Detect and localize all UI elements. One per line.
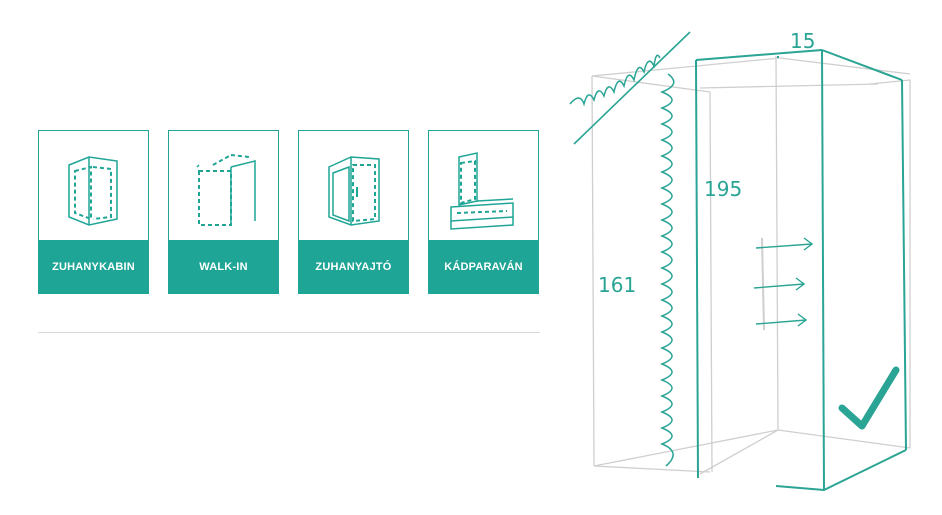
checkmark-icon (838, 366, 900, 430)
shower-cabin-icon (39, 131, 148, 241)
walk-in-icon (169, 131, 278, 241)
shower-door-icon (299, 131, 408, 241)
height-measurement: 195 (704, 177, 742, 201)
bath-screen-icon (429, 131, 538, 241)
category-label: KÁDPARAVÁN (428, 240, 539, 294)
category-label: ZUHANYAJTÓ (298, 240, 409, 294)
width-measurement: 161 (598, 273, 636, 297)
category-label: ZUHANYKABIN (38, 240, 149, 294)
category-label: WALK-IN (168, 240, 279, 294)
depth-measurement: 15 (790, 29, 815, 53)
category-card-kadparavan[interactable]: KÁDPARAVÁN (428, 130, 539, 294)
category-card-zuhanykabin[interactable]: ZUHANYKABIN (38, 130, 149, 294)
shower-measurement-sketch: 15 195 161 (550, 0, 942, 510)
section-divider (38, 332, 540, 333)
category-cards: ZUHANYKABIN WALK-IN (38, 130, 540, 296)
category-card-zuhanyajto[interactable]: ZUHANYAJTÓ (298, 130, 409, 294)
category-card-walk-in[interactable]: WALK-IN (168, 130, 279, 294)
